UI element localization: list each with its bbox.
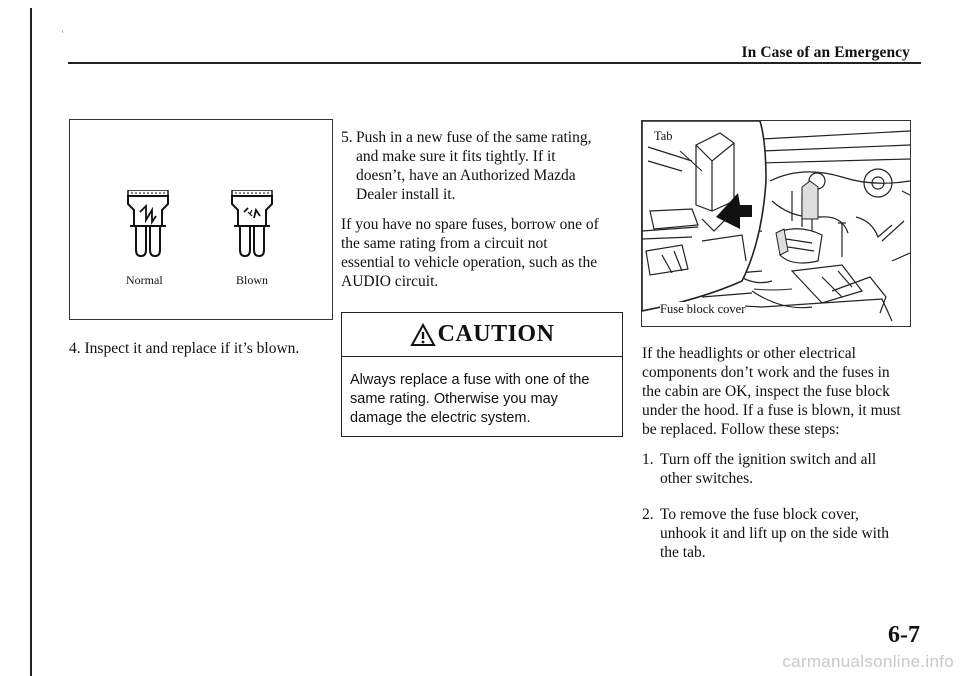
caution-title: CAUTION [437, 321, 555, 347]
step-1: 1. Turn off the ignition switch and all … [642, 450, 917, 488]
fuse-block-cover-callout-label: Fuse block cover [660, 302, 746, 317]
normal-fuse-illustration [127, 190, 169, 258]
text-line: Push in a new fuse of the same rating, [356, 129, 592, 146]
caution-box: CAUTION Always replace a fuse with one o… [341, 312, 623, 437]
text-line: the same rating from a circuit not [341, 235, 548, 252]
caution-heading: CAUTION [342, 313, 622, 357]
engine-compartment-illustration [642, 121, 910, 322]
text-line: be replaced. Follow these steps: [642, 421, 840, 438]
text-line: Turn off the ignition switch and all [660, 451, 877, 468]
text-line: Always replace a fuse with one of the [350, 372, 590, 388]
text-line: the tab. [660, 544, 706, 561]
blown-fuse-illustration [231, 190, 273, 258]
text-line: components don’t work and the fuses in [642, 364, 890, 381]
tab-callout-label: Tab [654, 129, 673, 144]
spare-fuses-paragraph: If you have no spare fuses, borrow one o… [341, 215, 631, 291]
step-4-number: 4. [69, 340, 81, 357]
text-line: AUDIO circuit. [341, 273, 439, 290]
step-4-text: Inspect it and replace if it’s blown. [84, 340, 300, 357]
watermark-text: carmanualsonline.info [782, 652, 954, 671]
text-line: same rating. Otherwise you may [350, 391, 558, 407]
text-line: To remove the fuse block cover, [660, 506, 859, 523]
warning-triangle-icon [409, 322, 436, 346]
text-line: under the hood. If a fuse is blown, it m… [642, 402, 901, 419]
text-line: If you have no spare fuses, borrow one o… [341, 216, 599, 233]
text-line: If the headlights or other electrical [642, 345, 856, 362]
fuse-block-location-figure: Tab Fuse block cover [641, 120, 911, 327]
text-line: Dealer install it. [356, 186, 456, 203]
text-line: unhook it and lift up on the side with [660, 525, 890, 542]
text-line: other switches. [660, 470, 753, 487]
normal-fuse-label: Normal [126, 273, 163, 287]
tick-mark [62, 30, 63, 33]
step-1-number: 1. [642, 451, 654, 468]
left-margin-rule [30, 8, 32, 676]
text-line: essential to vehicle operation, such as … [341, 254, 598, 271]
caution-text: Always replace a fuse with one of the sa… [350, 371, 616, 428]
text-line: the cabin are OK, inspect the fuse block [642, 383, 890, 400]
step-4: 4. Inspect it and replace if it’s blown. [69, 340, 299, 358]
blown-fuse-label: Blown [236, 273, 269, 287]
page-number: 6-7 [888, 622, 920, 648]
step-5-number: 5. [341, 129, 353, 146]
step-2-number: 2. [642, 506, 654, 523]
text-line: doesn’t, have an Authorized Mazda [356, 167, 576, 184]
intro-paragraph: If the headlights or other electrical co… [642, 344, 917, 439]
header-rule [68, 62, 921, 64]
fuse-comparison-figure: Normal Blown [69, 119, 333, 320]
text-line: and make sure it fits tightly. If it [356, 148, 556, 165]
step-5: 5. Push in a new fuse of the same rating… [341, 128, 631, 204]
text-line: damage the electric system. [350, 410, 531, 426]
step-2: 2. To remove the fuse block cover, unhoo… [642, 505, 917, 562]
section-header-title: In Case of an Emergency [741, 44, 910, 61]
